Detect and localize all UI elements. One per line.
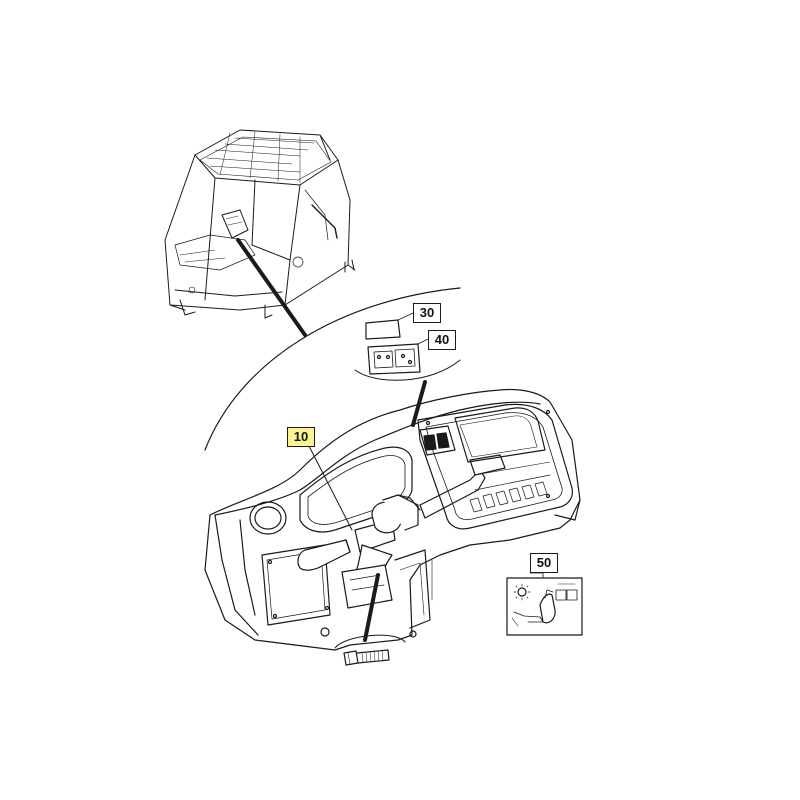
overview-leader-line: [236, 238, 307, 337]
callout-40[interactable]: 40: [428, 330, 456, 350]
callout-10-leader: [308, 445, 353, 531]
dashboard-assembly-icon: [204, 388, 581, 651]
screw-icon: [343, 649, 390, 666]
screw-leader-line: [363, 573, 380, 642]
parts-arc-lower: [334, 634, 406, 649]
switch-module-icon: [367, 338, 429, 375]
module-leader-line: [411, 380, 427, 427]
control-decal-icon: [506, 571, 583, 636]
parts-arc-upper: [354, 359, 461, 381]
detail-arc: [204, 287, 461, 451]
callout-30[interactable]: 30: [413, 303, 441, 323]
callout-50[interactable]: 50: [530, 553, 558, 573]
cab-overview-icon: [164, 129, 356, 319]
blank-plate-icon: [365, 312, 414, 340]
callout-10[interactable]: 10: [287, 427, 315, 447]
